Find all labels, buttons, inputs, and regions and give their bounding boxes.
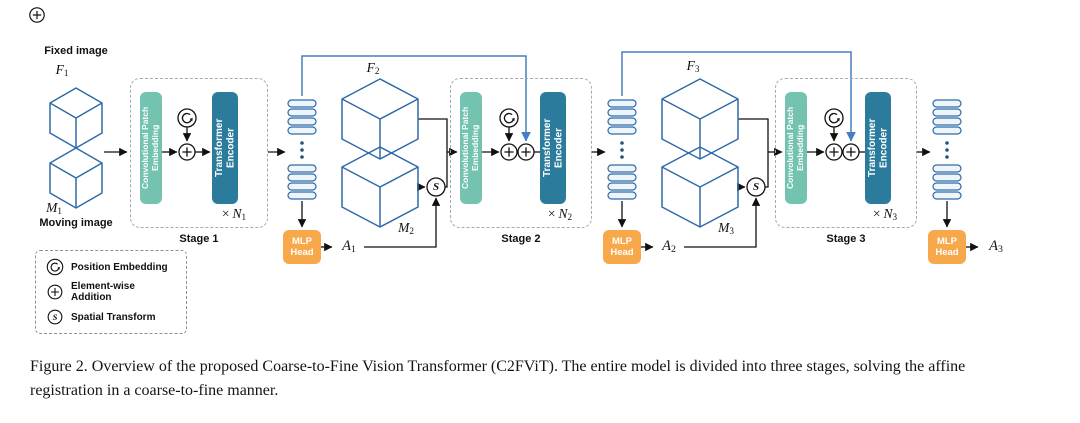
stage2-repeat-label: ×N2 xyxy=(530,206,590,222)
transformer-encoder-label: Transformer Encoder xyxy=(866,118,890,178)
stage1-container xyxy=(130,78,268,228)
symbol-base: M xyxy=(46,200,58,215)
moving-image-cube-m2 xyxy=(341,146,419,228)
m2-symbol: M2 xyxy=(384,220,428,236)
stage2-affine-output: A2 xyxy=(654,238,684,255)
symbol-sub: 3 xyxy=(729,226,734,236)
symbol-base: F xyxy=(366,60,375,75)
symbol-base: F xyxy=(686,58,695,73)
times-symbol: × xyxy=(221,206,230,221)
spatial-transform-icon: S xyxy=(746,177,766,197)
transformer-encoder-label: Transformer Encoder xyxy=(213,118,237,178)
times-symbol: × xyxy=(872,206,881,221)
f3-symbol: F3 xyxy=(665,58,721,74)
symbol-sub: 2 xyxy=(670,244,676,255)
symbol-sub: 1 xyxy=(63,68,69,78)
symbol-sub: 1 xyxy=(241,212,247,222)
legend-label: Position Embedding xyxy=(71,261,168,273)
conv-embedding-label: Convolutional Patch Embedding xyxy=(140,106,160,190)
transformer-encoder-label: Transformer Encoder xyxy=(541,118,565,178)
fixed-image-label: Fixed image xyxy=(44,45,108,57)
spatial-transform-letter: S xyxy=(753,181,759,193)
token-stack-1 xyxy=(287,99,317,200)
token-stack-2 xyxy=(607,99,637,200)
symbol-sub: 2 xyxy=(374,66,380,76)
times-symbol: × xyxy=(547,206,556,221)
stage3-repeat-label: ×N3 xyxy=(855,206,915,222)
m3-symbol: M3 xyxy=(704,220,748,236)
symbol-sub: 3 xyxy=(694,64,700,74)
circled-plus-decoration-icon xyxy=(29,7,45,23)
symbol-base: N xyxy=(232,206,242,221)
stage1-mlp-head: MLP Head xyxy=(283,230,321,264)
symbol-base: A xyxy=(342,238,351,254)
stage2-mlp-head: MLP Head xyxy=(603,230,641,264)
legend-label: Element-wise Addition xyxy=(71,281,135,303)
symbol-base: M xyxy=(718,220,730,235)
legend-item-spatial-transform: S Spatial Transform xyxy=(46,308,176,326)
moving-volume-symbol: M1 xyxy=(26,200,82,216)
stage1-transformer-encoder: Transformer Encoder xyxy=(212,92,238,204)
f2-symbol: F2 xyxy=(345,60,401,76)
stage1-conv-patch-embedding: Convolutional Patch Embedding xyxy=(140,92,162,204)
legend-label: Spatial Transform xyxy=(71,311,156,323)
token-stack-3 xyxy=(932,99,962,200)
fixed-image-cube-f1 xyxy=(49,87,103,149)
spatial-transform-icon: S xyxy=(47,309,63,325)
symbol-sub: 2 xyxy=(567,212,573,222)
symbol-base: F xyxy=(55,62,64,77)
symbol-base: A xyxy=(662,238,671,254)
fixed-image-cube-f3 xyxy=(661,78,739,160)
skip-connection-lines xyxy=(301,51,856,142)
stage3-transformer-encoder: Transformer Encoder xyxy=(865,92,891,204)
fixed-volume-symbol: F1 xyxy=(34,62,90,78)
stage3-mlp-head: MLP Head xyxy=(928,230,966,264)
moving-image-cube-m3 xyxy=(661,146,739,228)
stage3-conv-patch-embedding: Convolutional Patch Embedding xyxy=(785,92,807,204)
symbol-sub: 1 xyxy=(57,206,62,216)
stage1-label: Stage 1 xyxy=(179,233,219,245)
stage2-transformer-encoder: Transformer Encoder xyxy=(540,92,566,204)
symbol-base: A xyxy=(989,238,998,254)
conv-embedding-label: Convolutional Patch Embedding xyxy=(785,106,805,190)
symbol-base: N xyxy=(558,206,568,221)
symbol-sub: 2 xyxy=(409,226,414,236)
stage3-affine-output: A3 xyxy=(979,238,1013,255)
spatial-transform-letter: S xyxy=(433,181,439,193)
legend-item-element-wise-addition: Element-wise Addition xyxy=(46,281,176,303)
symbol-base: N xyxy=(883,206,893,221)
stage2-conv-patch-embedding: Convolutional Patch Embedding xyxy=(460,92,482,204)
moving-image-cube-m1 xyxy=(49,147,103,209)
stage1-repeat-label: ×N1 xyxy=(204,206,264,222)
legend-item-position-embedding: Position Embedding xyxy=(46,258,176,276)
symbol-base: M xyxy=(398,220,410,235)
fixed-image-cube-f2 xyxy=(341,78,419,160)
architecture-diagram: S S xyxy=(29,7,979,252)
symbol-sub: 1 xyxy=(350,244,356,255)
spatial-transform-letter: S xyxy=(53,312,58,322)
symbol-sub: 3 xyxy=(997,244,1003,255)
moving-image-label: Moving image xyxy=(39,217,113,229)
element-wise-addition-icon xyxy=(47,284,63,300)
spatial-transform-icon: S xyxy=(426,177,446,197)
symbol-sub: 3 xyxy=(892,212,898,222)
conv-embedding-label: Convolutional Patch Embedding xyxy=(460,106,480,190)
stage1-affine-output: A1 xyxy=(334,238,364,255)
figure-caption: Figure 2. Overview of the proposed Coars… xyxy=(30,358,966,399)
stage2-label: Stage 2 xyxy=(501,233,541,245)
stage3-label: Stage 3 xyxy=(826,233,866,245)
legend: Position Embedding Element-wise Addition… xyxy=(35,250,187,334)
position-embedding-icon xyxy=(46,258,64,276)
